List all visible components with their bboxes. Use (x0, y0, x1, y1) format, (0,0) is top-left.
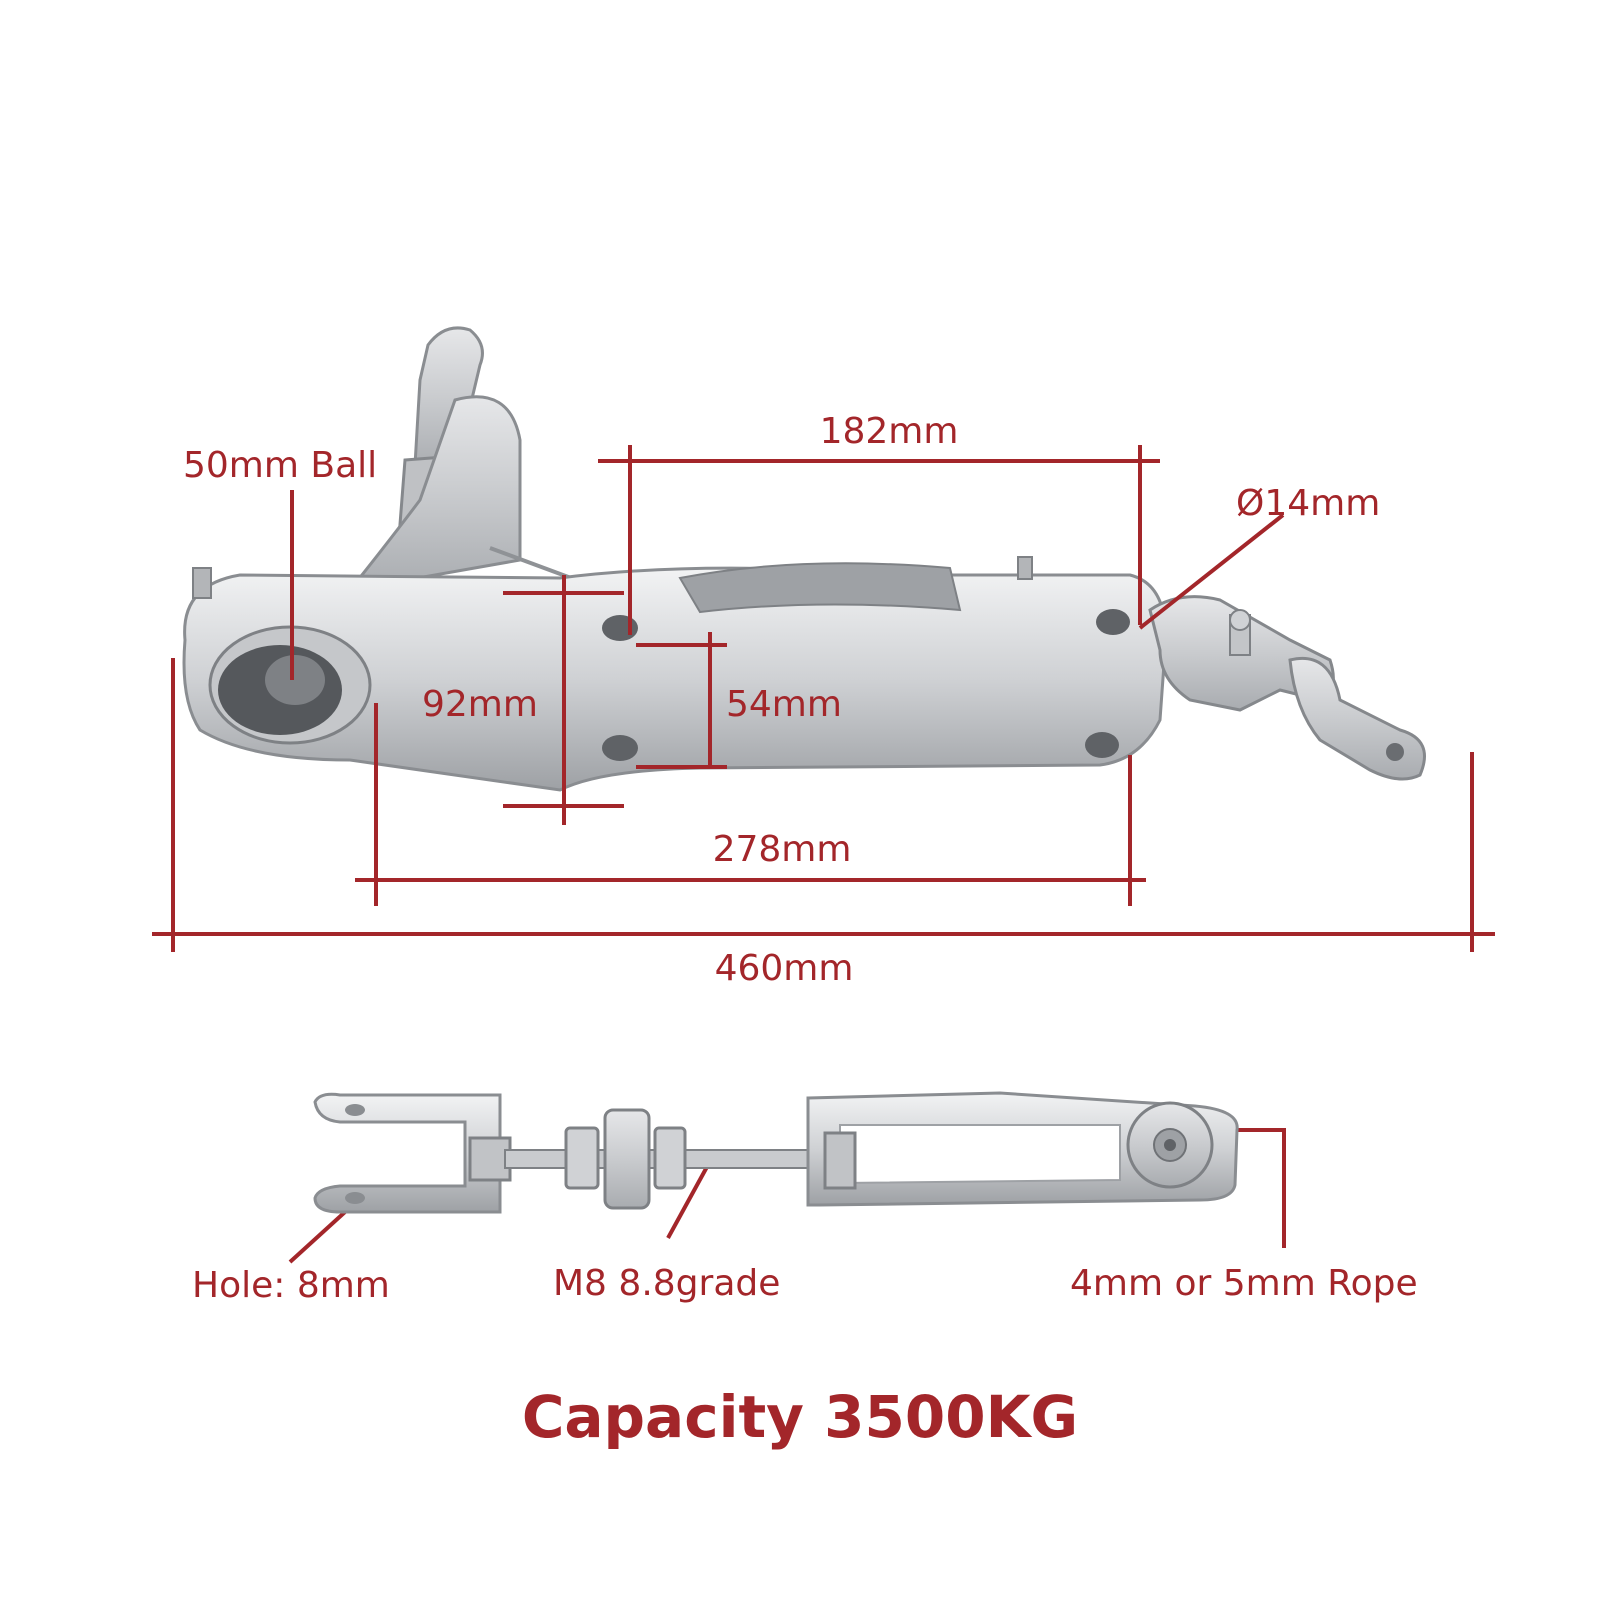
bolt-pointer (666, 1164, 710, 1239)
mount-hole (1096, 609, 1130, 635)
hole-size-label: Hole: 8mm (192, 1265, 390, 1306)
mount-hole (1085, 732, 1119, 758)
ball-size-label: 50mm Ball (183, 445, 378, 486)
mount-hole (602, 615, 638, 641)
left-stud (192, 567, 212, 599)
top-slot (678, 562, 962, 614)
hex-nut (653, 1126, 687, 1190)
clevis-nut (823, 1131, 857, 1190)
mount-hole (602, 735, 638, 761)
clevis-nut (468, 1136, 512, 1182)
dim-92-label: 92mm (422, 684, 538, 725)
overrun-coupling-part (182, 326, 1426, 792)
dim-460-label: 460mm (714, 948, 854, 989)
dimension-lines (152, 445, 1495, 1264)
coupling-body (182, 566, 1168, 792)
knurled-wheel (603, 1108, 651, 1210)
lever-bracket (346, 395, 522, 593)
capacity-title: Capacity 3500KG (521, 1383, 1079, 1451)
brake-linkage (1148, 595, 1426, 781)
cable-adjuster-part (313, 1091, 1239, 1214)
dim-182-label: 182mm (819, 411, 959, 452)
top-stud (1017, 556, 1033, 580)
rope-size-label: 4mm or 5mm Rope (1070, 1263, 1418, 1304)
left-clevis (313, 1092, 502, 1214)
dim-54-label: 54mm (726, 684, 842, 725)
dim-14-label: Ø14mm (1236, 483, 1381, 524)
dim-278-label: 278mm (712, 829, 852, 870)
dim-14-pointer (1138, 513, 1285, 630)
bolt-grade-label: M8 8.8grade (553, 1263, 781, 1304)
hex-nut (564, 1126, 600, 1190)
